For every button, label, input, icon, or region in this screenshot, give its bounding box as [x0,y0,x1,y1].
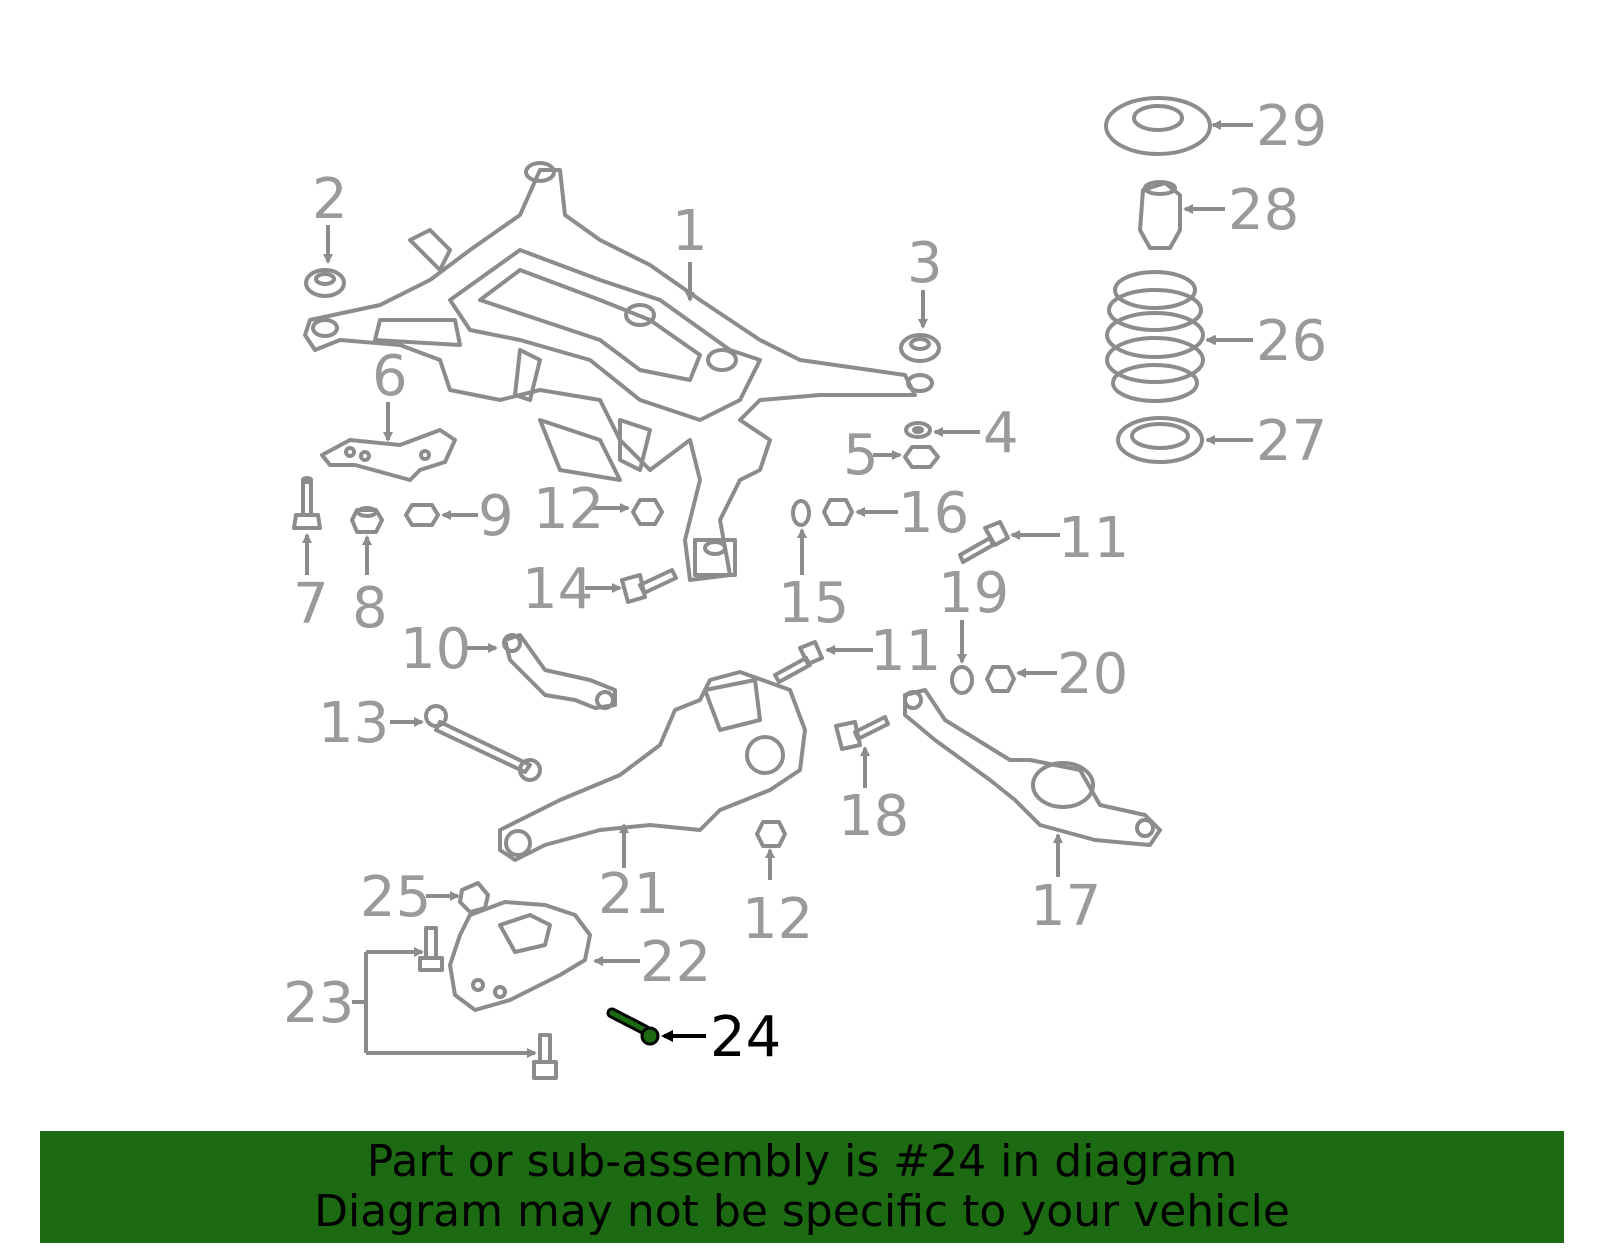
label-5: 5 [843,423,879,488]
part-23-bolt-a[interactable] [418,926,444,972]
label-16: 16 [898,481,969,546]
callout-labels: 1 2 3 4 5 6 7 8 9 10 11 11 12 12 13 14 1… [283,94,1327,1070]
part-12-nut-b[interactable] [755,820,787,848]
leader-lines [302,120,1253,1058]
label-4: 4 [983,401,1019,466]
banner-line-1: Part or sub-assembly is #24 in diagram [366,1136,1238,1187]
part-16-nut[interactable] [822,498,854,526]
label-28: 28 [1228,178,1299,243]
label-27: 27 [1256,409,1327,474]
label-12b: 12 [742,887,813,952]
label-17: 17 [1030,874,1101,939]
part-5-nut[interactable] [903,445,940,469]
label-29: 29 [1256,94,1327,159]
label-11a: 11 [1058,506,1129,571]
label-11b: 11 [870,619,941,684]
part-27-spring-seat[interactable] [1116,416,1204,464]
label-14: 14 [522,557,593,622]
part-21-knuckle[interactable] [498,670,807,862]
label-6: 6 [372,344,408,409]
label-19: 19 [938,561,1009,626]
label-20: 20 [1057,642,1128,707]
label-7: 7 [293,572,329,637]
label-21: 21 [598,862,669,927]
part-8-nut[interactable] [350,506,384,534]
part-6-bracket[interactable] [320,428,457,482]
label-12a: 12 [533,477,604,542]
part-2-washer[interactable] [304,268,346,298]
part-4-washer[interactable] [904,421,932,439]
part-11-bolt-b[interactable] [773,640,824,684]
label-26: 26 [1256,309,1327,374]
part-25-nut[interactable] [458,881,490,914]
part-26-coil-spring[interactable] [1105,270,1205,403]
banner-line-2: Diagram may not be specific to your vehi… [314,1186,1290,1237]
part-1-subframe[interactable] [303,161,934,582]
label-1: 1 [672,199,708,264]
label-10: 10 [400,617,471,682]
label-22: 22 [640,930,711,995]
label-8: 8 [352,576,388,641]
part-28-bump-stop[interactable] [1138,180,1182,250]
part-9-nut[interactable] [404,503,440,527]
label-15: 15 [778,571,849,636]
label-9: 9 [478,484,514,549]
part-24-bolt-highlighted[interactable] [606,1007,660,1046]
part-11-bolt-a[interactable] [958,520,1010,564]
label-18: 18 [838,784,909,849]
part-13-link[interactable] [424,704,542,782]
part-17-lower-arm[interactable] [903,688,1162,847]
label-25: 25 [360,865,431,930]
part-14-bolt[interactable] [620,568,678,604]
label-23: 23 [283,971,354,1036]
part-3-washer[interactable] [899,333,941,363]
part-20-nut[interactable] [985,665,1016,693]
label-13: 13 [318,691,389,756]
part-18-bolt[interactable] [834,715,890,751]
label-3: 3 [907,231,943,296]
part-12-nut-a[interactable] [631,498,664,526]
part-15-washer[interactable] [791,499,811,527]
info-banner: Part or sub-assembly is #24 in diagram D… [40,1131,1564,1243]
part-22-bracket[interactable] [448,900,592,1012]
part-19-washer[interactable] [950,665,974,695]
part-7-bolt[interactable] [292,476,322,530]
label-24: 24 [710,1005,781,1070]
part-10-arm[interactable] [502,633,617,710]
part-23-bolt-b[interactable] [532,1033,558,1080]
part-29-mount[interactable] [1104,96,1212,156]
label-2: 2 [312,167,348,232]
